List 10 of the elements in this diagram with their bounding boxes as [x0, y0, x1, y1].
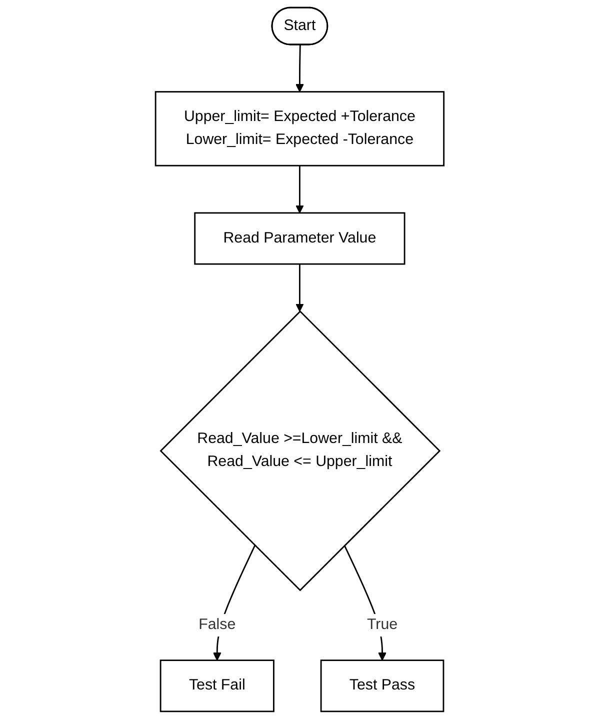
arrow	[296, 264, 304, 312]
node-box: Upper_limit= Expected +Tolerance Lower_limit= Expected -Tolerance	[155, 91, 445, 166]
node-box: Test Fail	[160, 660, 275, 712]
arrow	[296, 166, 304, 214]
node-diamond: Read_Value >=Lower_limit && Read_Value <= Upper_limit	[160, 310, 441, 592]
node-box: Test Pass	[320, 660, 444, 712]
edge-label: False	[198, 616, 236, 633]
node-box: Read Parameter Value	[194, 212, 406, 265]
edge-label: True	[367, 616, 398, 633]
arrow	[296, 44, 304, 92]
